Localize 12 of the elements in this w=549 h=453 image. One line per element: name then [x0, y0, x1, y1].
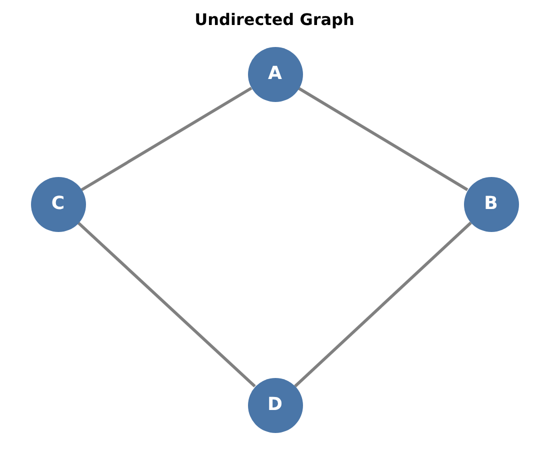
node-label: B [484, 195, 498, 213]
node-label: C [51, 195, 65, 213]
graph-node-circle [248, 46, 302, 102]
graph-node-circle [464, 176, 518, 232]
node-label: D [268, 396, 282, 414]
node-label: A [268, 65, 282, 83]
edge-line [298, 86, 468, 192]
edge-line [80, 86, 252, 192]
graph-node-circle [248, 378, 302, 432]
edge-line [77, 222, 256, 388]
diagram-title: Undirected Graph [194, 10, 354, 29]
edge-line [294, 222, 472, 388]
